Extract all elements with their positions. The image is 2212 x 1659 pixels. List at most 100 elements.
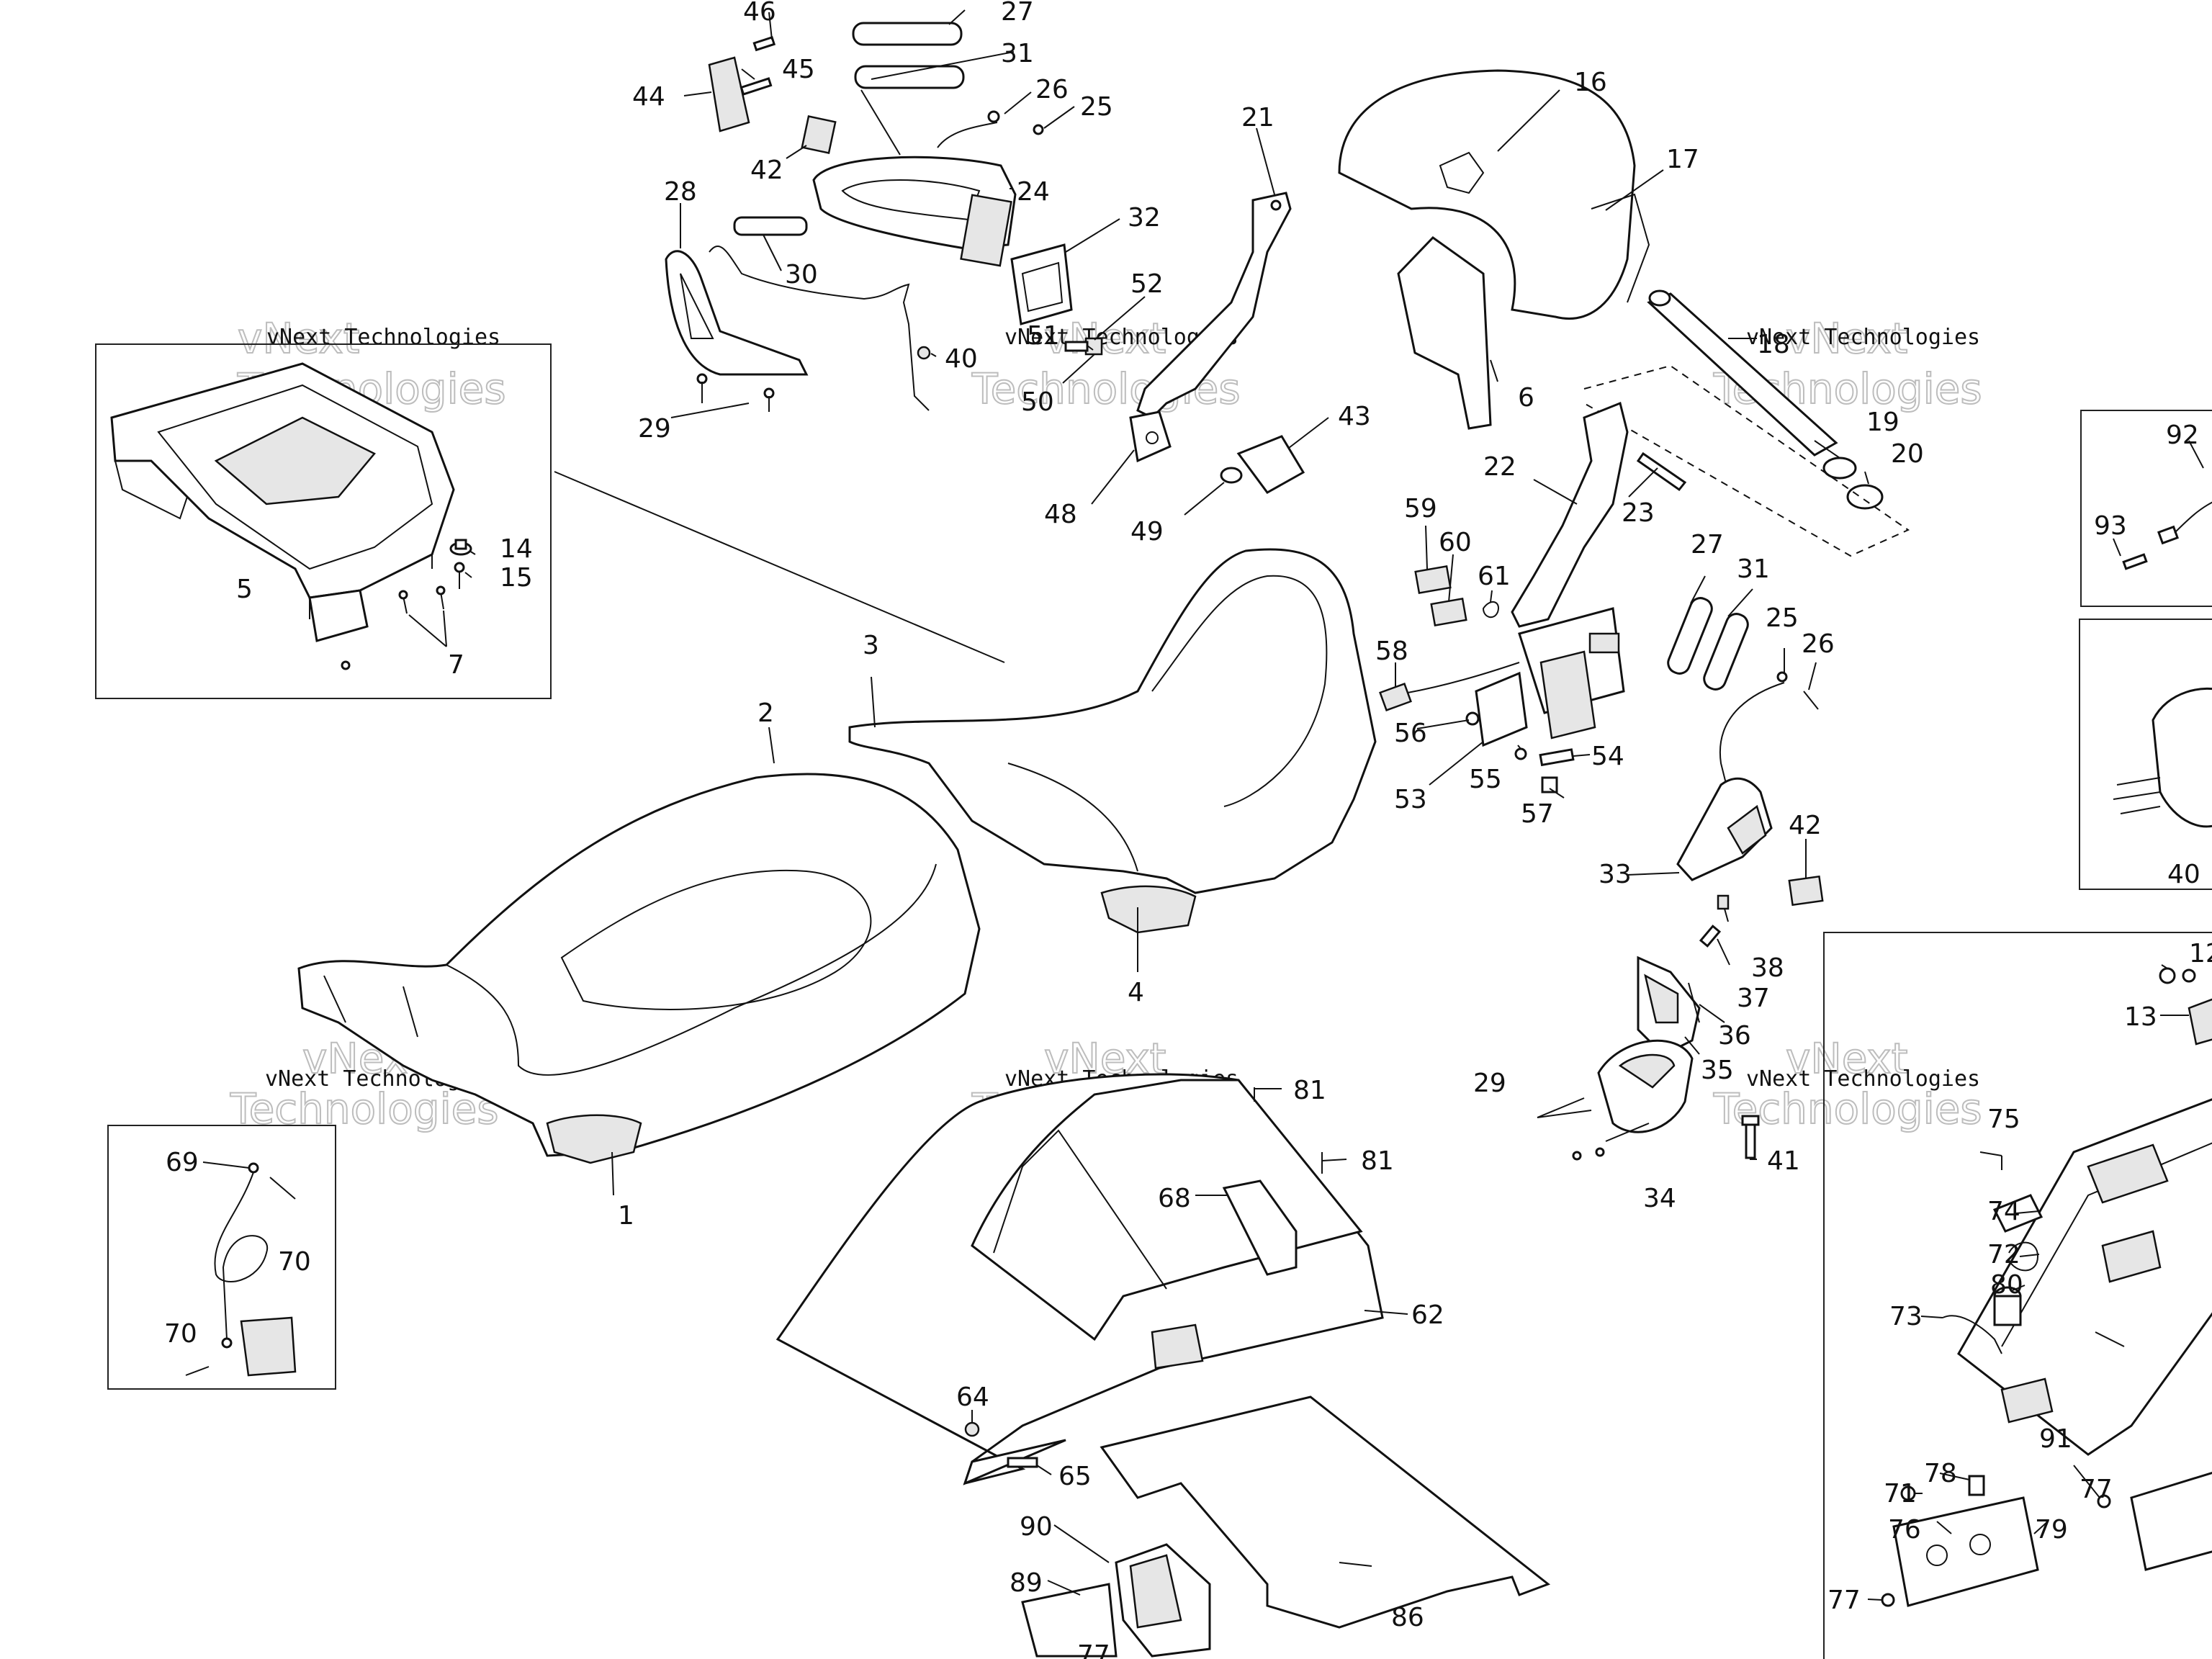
pad-part-4 [1100,885,1197,934]
bolt-part-37 [1699,925,1722,948]
callout-20: 20 [1891,439,1924,469]
callout-44: 44 [632,82,665,112]
cap-part-38 [1717,894,1730,910]
callout-79: 79 [2035,1515,2068,1545]
callout-14: 14 [500,534,533,564]
nut-part-40-top [917,346,931,360]
inset-frame-40b [2079,619,2212,890]
bolt-part-54 [1539,748,1575,767]
callout-86: 86 [1391,1603,1424,1632]
callout-6: 6 [1518,383,1534,413]
callout-52: 52 [1130,269,1164,299]
screw-part-70-a [269,1177,296,1200]
callout-50: 50 [1021,387,1054,417]
callout-21: 21 [1241,103,1274,132]
screw-part-25-right [1776,671,1788,683]
callout-35: 35 [1701,1056,1734,1085]
callout-16: 16 [1574,68,1607,97]
inset-frame-92 [2080,410,2212,607]
callout-62: 62 [1411,1300,1444,1330]
callout-26-right: 26 [1802,629,1835,659]
callout-61: 61 [1478,562,1511,591]
bracket-part-32 [1010,243,1073,325]
svg-text:vNext Technologies: vNext Technologies [266,325,500,350]
callout-80: 80 [1990,1270,2023,1300]
svg-text:vNext: vNext [1786,1034,1907,1083]
callout-40-top: 40 [945,344,978,374]
callout-4: 4 [1128,978,1144,1007]
callout-69: 69 [166,1148,199,1177]
inset-frame-rack [1823,932,2212,1659]
callout-45: 45 [782,55,815,84]
callout-92: 92 [2166,421,2199,450]
callout-28: 28 [664,177,697,207]
rack-part-91 [1957,1098,2212,1571]
callout-57: 57 [1521,799,1554,829]
callout-42-right: 42 [1789,811,1822,840]
fastener-part-56 [1465,711,1480,726]
pad-part-70 [240,1316,297,1377]
callout-42-top: 42 [750,156,783,185]
callout-41: 41 [1767,1146,1800,1176]
washer-part-12 [2159,967,2196,984]
callout-36: 36 [1718,1021,1751,1051]
pin-part-45 [739,77,773,96]
callout-31-right: 31 [1737,554,1770,584]
callout-77-c: 77 [1077,1640,1110,1659]
callout-2: 2 [757,698,774,728]
bolt-part-41 [1741,1115,1760,1159]
callout-7: 7 [448,650,464,680]
bracket-part-89 [1021,1583,1118,1658]
svg-text:vNext: vNext [1044,314,1166,363]
callout-73: 73 [1889,1302,1923,1331]
switch-box-part-55 [1518,607,1625,739]
grip-part-31 [854,65,965,89]
clip-part-61 [1482,601,1499,619]
callout-60: 60 [1439,528,1472,557]
callout-89: 89 [1010,1568,1043,1598]
handle-part-33 [1676,777,1773,881]
bracket-part-90 [1115,1543,1211,1658]
nut-part-64 [964,1421,980,1437]
inset-frame-69 [107,1125,336,1390]
connector-part-58 [1379,683,1412,711]
callout-75: 75 [1987,1105,2020,1134]
callout-93: 93 [2094,511,2127,541]
callout-49: 49 [1130,517,1164,547]
bolt-part-65 [1007,1457,1038,1468]
svg-text:vNext: vNext [238,314,359,363]
callout-77-a: 77 [2080,1475,2113,1504]
callout-29-left: 29 [638,414,671,444]
watermark-6: vNext Technologies vNext Technologies [1712,1033,1983,1134]
callout-18: 18 [1757,330,1790,359]
storage-tray-part-5 [110,362,455,642]
pin-part-93 [2122,553,2148,570]
callout-65: 65 [1058,1462,1092,1491]
callout-81-a: 81 [1293,1076,1326,1105]
callout-46: 46 [743,0,776,27]
screws-part-29-right [1537,1110,1605,1161]
callout-55: 55 [1469,765,1502,794]
bracket-part-22 [1511,401,1629,628]
callout-72: 72 [1987,1240,2020,1269]
panel-part-6 [1397,236,1492,430]
cap-part-80 [1993,1286,2022,1326]
callout-77-b: 77 [1827,1586,1861,1615]
handle-part-24 [812,156,1017,267]
bracket-part-68 [1222,1179,1298,1276]
callout-1: 1 [618,1201,634,1231]
callout-71: 71 [1884,1479,1917,1509]
callout-34: 34 [1643,1184,1676,1213]
pad-part-1 [546,1114,642,1164]
grip-part-27-right [1667,597,1713,675]
callout-53: 53 [1394,785,1427,814]
backrest-part-16 [1338,69,1636,320]
callout-22: 22 [1483,452,1516,482]
clip-part-42-right [1788,875,1824,907]
spacer-part-49 [1220,467,1243,484]
bracket-part-48 [1129,410,1172,463]
svg-text:vNext Technologies: vNext Technologies [1746,1066,1980,1092]
callout-27-right: 27 [1691,530,1724,559]
callout-17: 17 [1666,145,1699,174]
switch-part-92 [2157,501,2212,545]
